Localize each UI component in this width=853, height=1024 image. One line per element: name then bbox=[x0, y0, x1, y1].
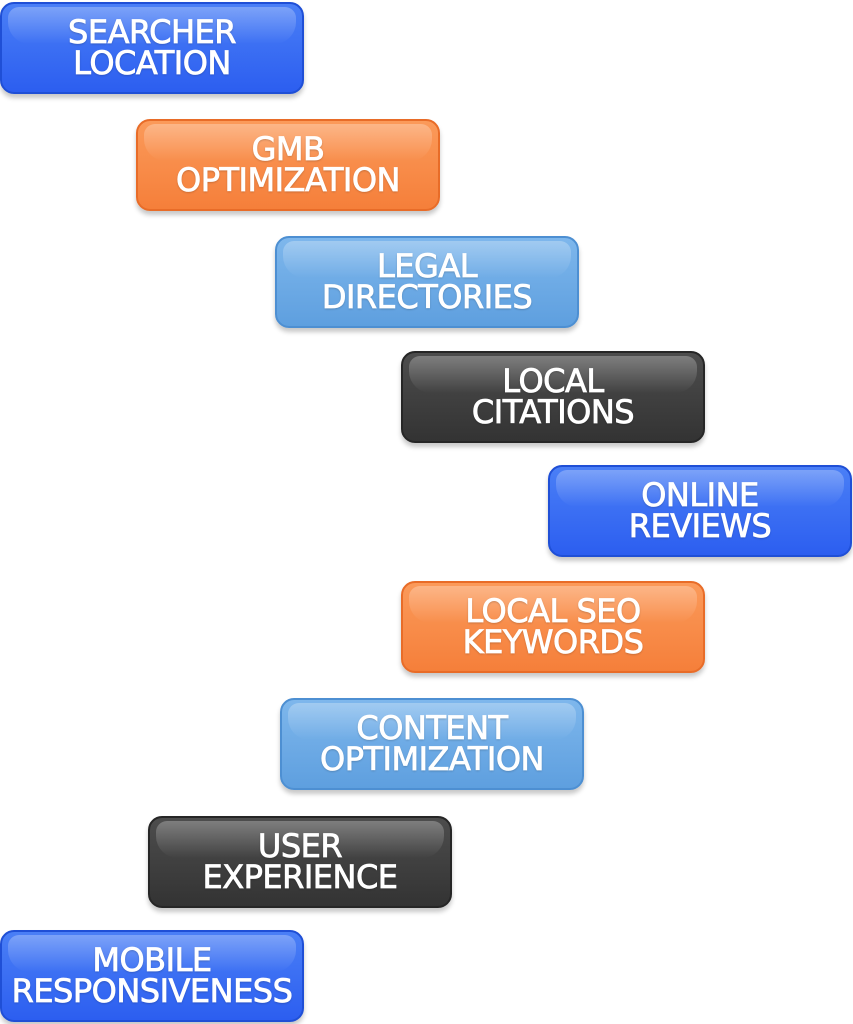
tile-label-line-1: LOCAL SEO bbox=[465, 592, 642, 630]
tile-label-line-1: USER bbox=[257, 827, 343, 865]
tile-label: SEARCHER LOCATION bbox=[68, 13, 237, 82]
tile-label-line-2: KEYWORDS bbox=[462, 623, 644, 661]
tile-label: USER EXPERIENCE bbox=[202, 827, 398, 896]
tile-label: LOCAL CITATIONS bbox=[471, 362, 635, 431]
tile-label-line-2: EXPERIENCE bbox=[202, 858, 398, 896]
tile-label-line-1: LEGAL bbox=[376, 247, 478, 285]
tile-label-line-1: CONTENT bbox=[356, 709, 509, 747]
tile-label: LEGAL DIRECTORIES bbox=[321, 247, 533, 316]
tile-label-line-1: LOCAL bbox=[502, 362, 605, 400]
tile-label: MOBILE RESPONSIVENESS bbox=[11, 941, 293, 1010]
tile-label-line-2: LOCATION bbox=[73, 44, 232, 82]
tile-content-optimization: CONTENT OPTIMIZATION bbox=[280, 698, 584, 790]
tile-mobile-responsiveness: MOBILE RESPONSIVENESS bbox=[0, 930, 304, 1022]
tile-online-reviews: ONLINE REVIEWS bbox=[548, 465, 852, 557]
tile-gmb-optimization: GMB OPTIMIZATION bbox=[136, 119, 440, 211]
tile-label-line-1: ONLINE bbox=[641, 476, 760, 514]
tile-label-line-1: GMB bbox=[251, 130, 325, 168]
tile-searcher-location: SEARCHER LOCATION bbox=[0, 2, 304, 94]
tile-label-line-1: MOBILE bbox=[92, 941, 213, 979]
tile-label: GMB OPTIMIZATION bbox=[176, 130, 401, 199]
tile-label: ONLINE REVIEWS bbox=[628, 476, 772, 545]
tile-label-line-2: OPTIMIZATION bbox=[320, 740, 545, 778]
tile-local-seo-keywords: LOCAL SEO KEYWORDS bbox=[401, 581, 705, 673]
tile-label: LOCAL SEO KEYWORDS bbox=[462, 592, 644, 661]
tile-label-line-2: RESPONSIVENESS bbox=[11, 972, 293, 1010]
tile-label-line-2: OPTIMIZATION bbox=[176, 161, 401, 199]
tile-label-line-1: SEARCHER bbox=[68, 13, 237, 51]
tile-user-experience: USER EXPERIENCE bbox=[148, 816, 452, 908]
tile-label: CONTENT OPTIMIZATION bbox=[320, 709, 545, 778]
tile-legal-directories: LEGAL DIRECTORIES bbox=[275, 236, 579, 328]
tile-label-line-2: DIRECTORIES bbox=[321, 278, 533, 316]
tile-label-line-2: REVIEWS bbox=[628, 507, 772, 545]
tile-label-line-2: CITATIONS bbox=[471, 393, 635, 431]
tile-local-citations: LOCAL CITATIONS bbox=[401, 351, 705, 443]
